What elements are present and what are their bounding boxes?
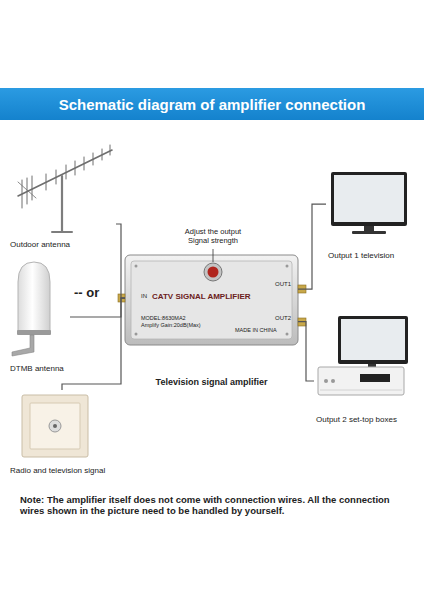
wall-socket-drawing-part: [53, 424, 57, 428]
yagi-antenna-part: [46, 174, 47, 190]
yagi-antenna-part: [84, 157, 85, 170]
device-marking: IN: [141, 293, 147, 300]
television-drawing-part: [334, 175, 404, 222]
set-top-box-drawing-part: [341, 319, 405, 360]
wall-socket-drawing-part: [30, 403, 80, 449]
set-top-box-drawing-part: [360, 374, 390, 382]
set-top-box-drawing-part: [331, 379, 335, 383]
yagi-antenna-part: [22, 180, 23, 208]
amplifier-drawing-part: [213, 249, 214, 262]
device-label: Output 2 set-top boxes: [316, 415, 397, 425]
device-marking: OUT2: [275, 315, 291, 322]
yagi-antenna-part: [52, 231, 72, 233]
television: Output 1 television: [326, 165, 414, 263]
television-drawing: [331, 172, 407, 234]
cable-wire: [62, 298, 125, 390]
set-top-box-drawing: [318, 316, 408, 395]
television-drawing-part: [352, 231, 386, 234]
cable-wire: [298, 322, 314, 381]
amplifier-drawing-part: [204, 263, 222, 281]
yagi-antenna-part: [75, 161, 76, 175]
cable-wire: [116, 224, 125, 298]
device-label: Outdoor antenna: [10, 240, 70, 250]
yagi-antenna-part: [18, 182, 36, 198]
yagi-antenna-part: [61, 176, 63, 232]
dtmb-antenna-drawing-part: [17, 330, 51, 335]
yagi-antenna-part: [66, 165, 67, 179]
amplifier-drawing: [118, 249, 306, 345]
yagi-antenna-part: [32, 176, 33, 200]
yagi-antenna-part: [56, 170, 57, 184]
dtmb-antenna-drawing: [12, 262, 51, 356]
dtmb-antenna-drawing-part: [18, 262, 50, 332]
television-drawing-part: [331, 172, 407, 226]
set-top-box: Output 2 set-top boxes: [314, 312, 414, 427]
dtmb-antenna: DTMB antenna: [8, 258, 70, 376]
amplifier-drawing-part: [135, 265, 138, 268]
set-top-box-drawing-part: [318, 367, 404, 395]
device-marking: Television signal amplifier: [125, 377, 298, 388]
device-marking: MODEL:8630MA2: [141, 315, 186, 322]
cable-wire: [70, 298, 125, 317]
amplifier-drawing-part: [286, 265, 289, 268]
wall-socket-drawing-part: [49, 420, 61, 432]
title-text: Schematic diagram of amplifier connectio…: [59, 96, 366, 113]
yagi-antenna-part: [102, 149, 103, 160]
device-label: Radio and television signal: [10, 466, 105, 476]
note-text: Note: The amplifier itself does not come…: [20, 494, 410, 517]
device-label: Output 1 television: [328, 251, 394, 261]
amplifier-drawing-part: [286, 333, 289, 336]
set-top-box-drawing-part: [324, 379, 328, 383]
set-top-box-drawing-part: [320, 390, 402, 391]
callout-text: Adjust the output Signal strength: [175, 227, 251, 245]
cable-wire: [298, 204, 326, 289]
signal-amplifier: IN CATV SIGNAL AMPLIFIER OUT1OUT2 MODEL:863…: [125, 255, 298, 345]
dtmb-antenna-drawing-part: [12, 335, 34, 356]
amplifier-drawing-part: [208, 267, 219, 278]
amplifier-drawing-part: [135, 333, 138, 336]
set-top-box-drawing-part: [338, 316, 408, 364]
device-marking: MADE IN CHINA: [235, 327, 277, 334]
yagi-antenna-part: [27, 178, 28, 204]
wall-socket-drawing: [22, 395, 88, 457]
device-marking: CATV SIGNAL AMPLIFIER: [152, 292, 251, 302]
device-marking: OUT1: [275, 281, 291, 288]
device-label: DTMB antenna: [10, 364, 64, 374]
yagi-antenna-part: [110, 145, 111, 155]
or-note: -- or: [74, 285, 99, 301]
wall-socket: Radio and television signal: [8, 390, 143, 478]
yagi-antenna-part: [93, 153, 94, 165]
title-band: Schematic diagram of amplifier connectio…: [0, 88, 424, 120]
yagi-antenna: [18, 145, 112, 232]
outdoor-antenna: Outdoor antenna: [8, 140, 116, 252]
television-drawing-part: [364, 226, 374, 231]
amplifier-drawing-part: [131, 261, 292, 339]
device-marking: Amplify Gain:20dB(Max): [141, 322, 201, 329]
wall-socket-drawing-part: [22, 395, 88, 457]
amplifier-drawing-part: [125, 255, 298, 345]
